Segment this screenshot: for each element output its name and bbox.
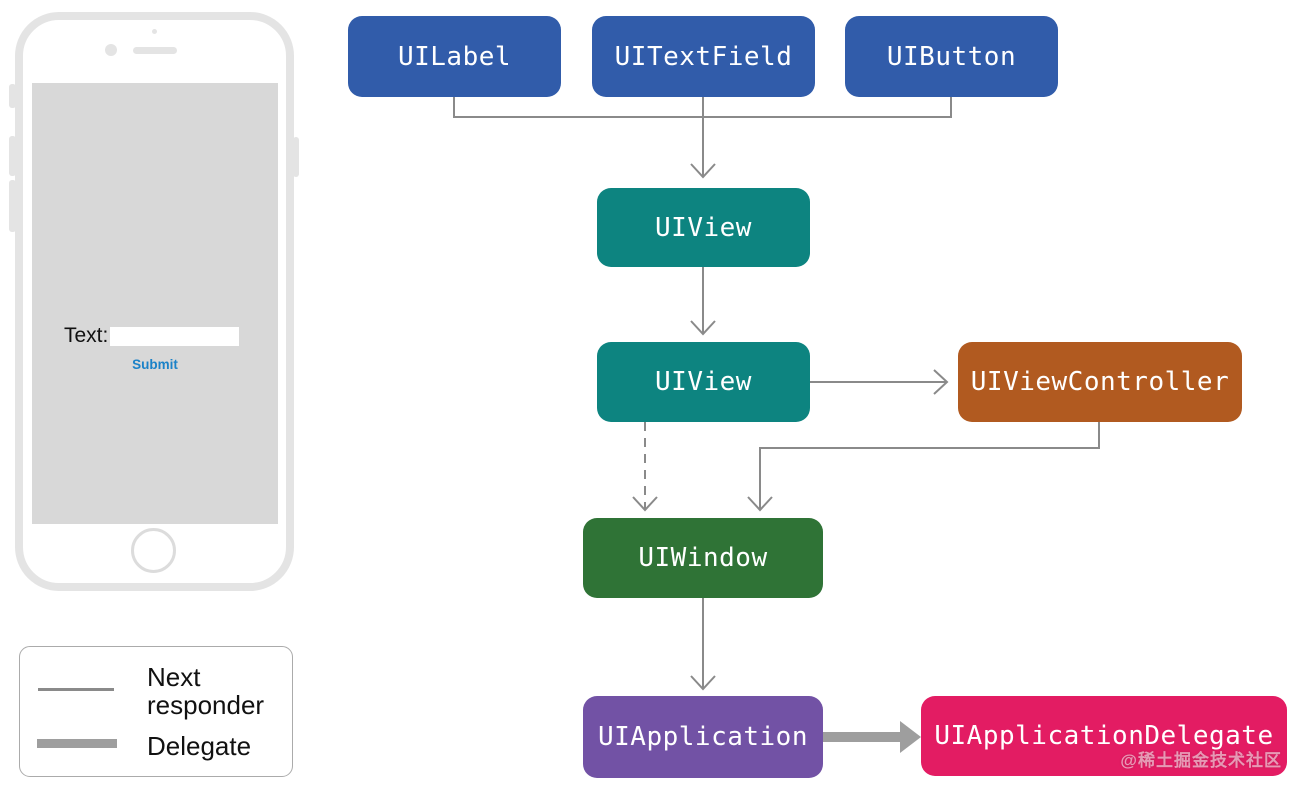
legend-box: Next responder Delegate	[19, 646, 293, 777]
node-uitextfield: UITextField	[592, 16, 815, 97]
edge-controls-to-uiview	[453, 97, 952, 179]
node-uiapplication: UIApplication	[583, 696, 823, 778]
delegate-line-icon	[37, 739, 117, 748]
text-field-row: Text:	[64, 324, 240, 348]
text-input[interactable]	[110, 326, 240, 346]
edge-uiviewcontroller-to-uiwindow	[747, 422, 1100, 512]
node-uibutton: UIButton	[845, 16, 1058, 97]
edge-uiview-to-uiviewcontroller	[810, 369, 949, 395]
node-uiview-main: UIView	[597, 342, 810, 422]
proximity-sensor-dot-icon	[152, 29, 157, 34]
text-field-label: Text:	[64, 324, 109, 347]
node-uiviewcontroller: UIViewController	[958, 342, 1242, 422]
node-uiapplicationdelegate: UIApplicationDelegate	[921, 696, 1287, 776]
next-responder-line-icon	[38, 688, 114, 691]
speaker-slot-icon	[133, 47, 177, 54]
edge-uiapplication-to-delegate	[823, 721, 921, 753]
camera-dot-icon	[105, 44, 117, 56]
node-uiview-top: UIView	[597, 188, 810, 267]
phone-mute-switch	[9, 84, 16, 108]
phone-power-button	[293, 137, 299, 177]
legend-label-delegate: Delegate	[147, 731, 252, 761]
home-button	[131, 528, 176, 573]
watermark: @稀土掘金技术社区	[1120, 751, 1282, 770]
edge-uiwindow-to-uiapplication	[690, 598, 716, 691]
phone-volume-up-button	[9, 136, 16, 176]
legend-label-next-responder: Next responder	[147, 662, 265, 720]
phone-screen	[32, 83, 278, 524]
edge-uiview-to-uiwindow-dashed	[632, 422, 658, 512]
submit-button[interactable]: Submit	[132, 357, 178, 372]
node-uiwindow: UIWindow	[583, 518, 823, 598]
node-uilabel: UILabel	[348, 16, 561, 97]
edge-uiview-to-uiview	[690, 267, 716, 336]
phone-volume-down-button	[9, 180, 16, 232]
